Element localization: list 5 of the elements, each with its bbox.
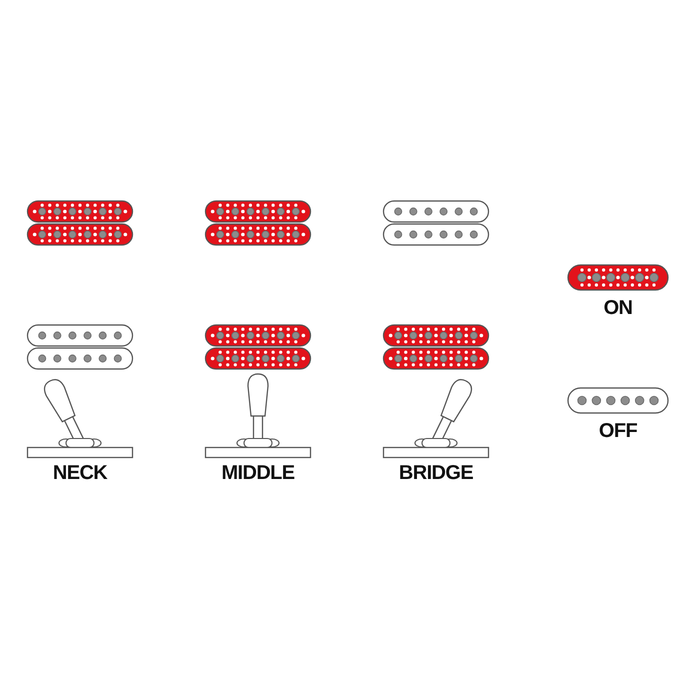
legend-label: OFF xyxy=(598,420,638,442)
position-label: BRIDGE xyxy=(398,462,474,484)
position-label: MIDDLE xyxy=(221,462,295,484)
position-label: NECK xyxy=(52,462,108,484)
legend-label: ON xyxy=(604,297,632,319)
